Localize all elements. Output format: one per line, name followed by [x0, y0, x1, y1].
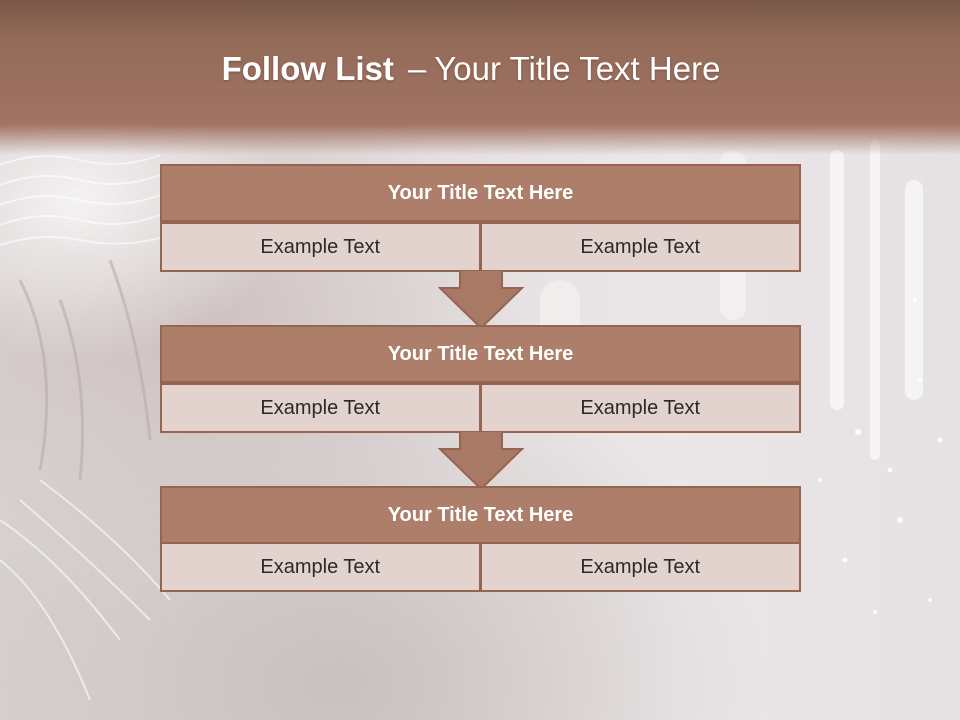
block-row: Example Text Example Text	[160, 222, 801, 272]
block-cell-right: Example Text	[480, 383, 801, 433]
down-arrow-icon	[438, 270, 524, 330]
block-row: Example Text Example Text	[160, 383, 801, 433]
slide-title-separator: –	[407, 50, 427, 87]
slide-title-bold: Follow List	[221, 50, 394, 87]
slide-title: Follow List–Your Title Text Here	[0, 50, 942, 88]
flow-block-3: Your Title Text Here Example Text Exampl…	[160, 486, 801, 592]
block-cell-left: Example Text	[160, 542, 481, 592]
flow-block-2: Your Title Text Here Example Text Exampl…	[160, 325, 801, 433]
block-cell-right: Example Text	[480, 542, 801, 592]
block-title: Your Title Text Here	[160, 325, 801, 383]
block-row: Example Text Example Text	[160, 542, 801, 592]
block-title: Your Title Text Here	[160, 486, 801, 544]
block-cell-right: Example Text	[480, 222, 801, 272]
block-cell-left: Example Text	[160, 383, 481, 433]
down-arrow-icon	[438, 431, 524, 491]
block-title: Your Title Text Here	[160, 164, 801, 222]
slide-title-rest: Your Title Text Here	[434, 50, 721, 87]
block-cell-left: Example Text	[160, 222, 481, 272]
flow-block-1: Your Title Text Here Example Text Exampl…	[160, 164, 801, 272]
